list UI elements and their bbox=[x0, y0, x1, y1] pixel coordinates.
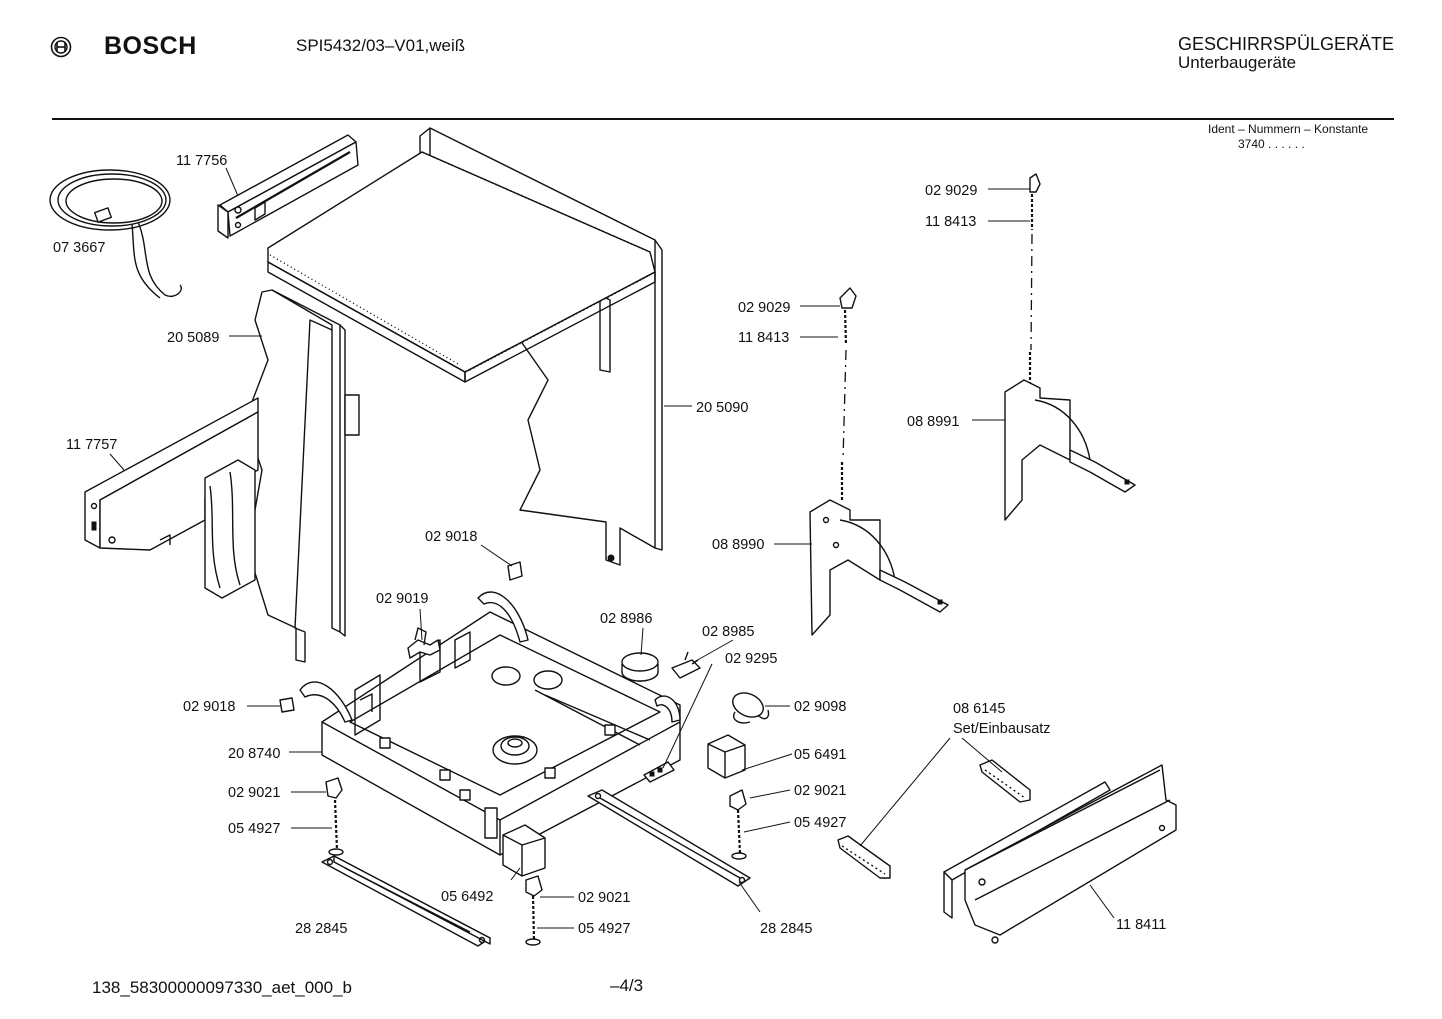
part-label-p8: 02 8985 bbox=[702, 624, 754, 640]
part-label-p23: 02 9029 bbox=[925, 183, 977, 199]
part-label-p30: Set/Einbausatz bbox=[953, 721, 1051, 737]
part-label-p31: 11 8411 bbox=[1116, 917, 1166, 933]
part-label-p27: 11 8413 bbox=[738, 330, 789, 346]
part-label-p22: 28 2845 bbox=[760, 921, 812, 937]
part-label-p26: 02 9029 bbox=[738, 300, 790, 316]
part-label-p18: 05 6492 bbox=[441, 889, 493, 905]
part-label-p4: 20 5090 bbox=[696, 400, 748, 416]
part-label-p10: 02 9018 bbox=[183, 699, 235, 715]
ident-label: Ident – Nummern – Konstante bbox=[1208, 122, 1369, 136]
bracket-and-connector-drawing bbox=[643, 734, 746, 783]
top-rail-drawing bbox=[217, 134, 359, 239]
part-label-p9: 02 9295 bbox=[725, 651, 777, 667]
part-label-p0: 11 7756 bbox=[176, 153, 227, 169]
part-labels: 11 7756 07 3667 20 5089 11 7757 20 5090 … bbox=[53, 153, 1166, 937]
clips-drawing bbox=[279, 561, 523, 713]
header-divider bbox=[52, 118, 1394, 120]
part-label-p3: 11 7757 bbox=[66, 437, 117, 453]
bosch-logo-icon bbox=[50, 36, 72, 58]
brand-name: BOSCH bbox=[104, 32, 197, 60]
part-label-p11: 20 8740 bbox=[228, 746, 280, 762]
part-label-p24: 11 8413 bbox=[925, 214, 976, 230]
document-id: 138_58300000097330_aet_000_b bbox=[92, 978, 352, 997]
cable-coil-drawing bbox=[49, 169, 182, 299]
part-label-p20: 05 4927 bbox=[578, 921, 630, 937]
leader-lines bbox=[109, 167, 1115, 929]
foot-and-switch-drawing bbox=[621, 651, 701, 682]
hinge-right-drawing bbox=[1004, 173, 1136, 521]
category-title: GESCHIRRSPÜLGERÄTE bbox=[1178, 34, 1395, 54]
part-label-p13: 05 6491 bbox=[794, 747, 846, 763]
part-label-p15: 05 4927 bbox=[228, 821, 280, 837]
part-label-p2: 20 5089 bbox=[167, 330, 219, 346]
bracket-05-6492-drawing bbox=[502, 824, 546, 877]
part-label-p25: 08 8990 bbox=[712, 537, 764, 553]
hinge-left-drawing bbox=[809, 287, 949, 636]
part-label-p14: 02 9021 bbox=[228, 785, 280, 801]
capacitor-drawing bbox=[732, 692, 770, 724]
part-label-p19: 02 9021 bbox=[578, 890, 630, 906]
ident-value: 3740 . . . . . . bbox=[1238, 137, 1305, 151]
cabinet-drawing bbox=[267, 127, 663, 566]
screw-feet-drawing bbox=[325, 777, 747, 946]
part-label-p17: 05 4927 bbox=[794, 815, 846, 831]
model-number: SPI5432/03–V01,weiß bbox=[296, 36, 466, 55]
part-label-p7: 02 8986 bbox=[600, 611, 652, 627]
part-label-p6: 02 9019 bbox=[376, 591, 428, 607]
part-label-p12: 02 9098 bbox=[794, 699, 846, 715]
part-label-p21: 28 2845 bbox=[295, 921, 347, 937]
part-label-p28: 08 8991 bbox=[907, 414, 959, 430]
part-label-p1: 07 3667 bbox=[53, 240, 105, 256]
part-label-p16: 02 9021 bbox=[794, 783, 846, 799]
installation-set-drawing bbox=[837, 759, 1177, 944]
rail-11-7757-drawing bbox=[84, 397, 259, 599]
part-label-p29: 08 6145 bbox=[953, 701, 1005, 717]
side-panel-drawing bbox=[244, 289, 360, 663]
part-label-p5: 02 9018 bbox=[425, 529, 477, 545]
foot-plates-drawing bbox=[321, 789, 751, 947]
subcategory-title: Unterbaugeräte bbox=[1178, 53, 1297, 72]
page-number: –4/3 bbox=[610, 976, 644, 995]
